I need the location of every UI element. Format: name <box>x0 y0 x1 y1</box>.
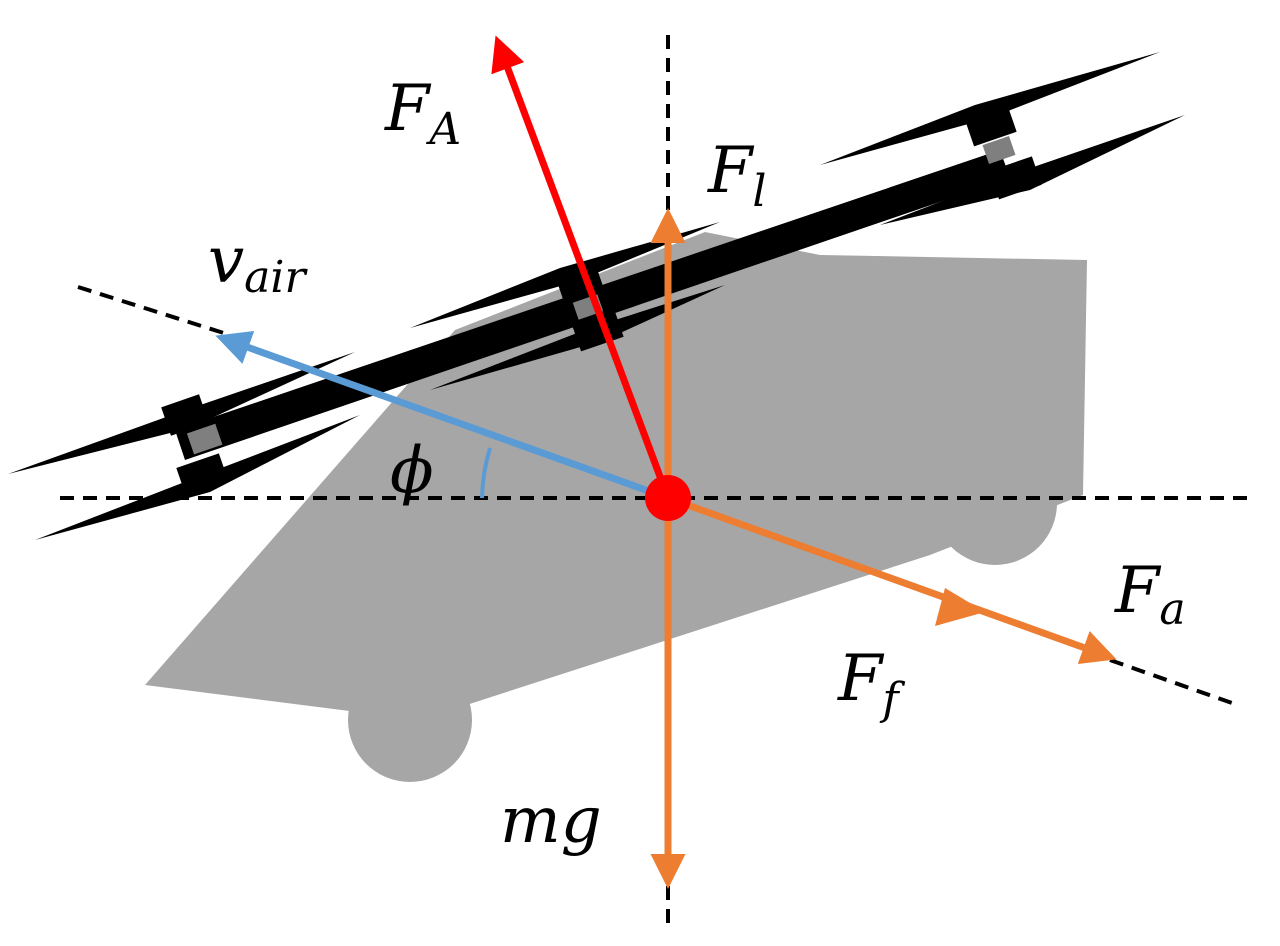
label-v_air: vair <box>208 224 308 303</box>
label-F_l: Fl <box>707 134 766 217</box>
air-velocity-vector <box>215 330 670 502</box>
right-propeller-upper <box>820 52 1160 165</box>
phi-angle-arc <box>480 447 492 499</box>
right-motor-mount <box>964 103 1042 200</box>
vehicle-body <box>145 232 1087 782</box>
rear-wheel <box>348 658 472 782</box>
air-velocity-axis-right <box>1109 658 1233 705</box>
air-velocity-axis-left <box>77 285 231 337</box>
label-mg: mg <box>500 784 602 858</box>
friction-vector-F_f-head <box>935 588 985 626</box>
front-wheel <box>933 441 1057 565</box>
label-F_A: FA <box>384 72 461 155</box>
label-F_a: Fa <box>1114 554 1186 635</box>
thrust-vector-F_A <box>491 35 672 500</box>
center-propeller-upper <box>410 222 720 328</box>
drag-vector-F_a <box>666 494 1117 664</box>
label-phi: ϕ <box>390 434 434 508</box>
center-of-mass <box>645 475 691 521</box>
label-F_f: Ff <box>837 642 905 725</box>
left-motor-mount <box>161 394 229 497</box>
